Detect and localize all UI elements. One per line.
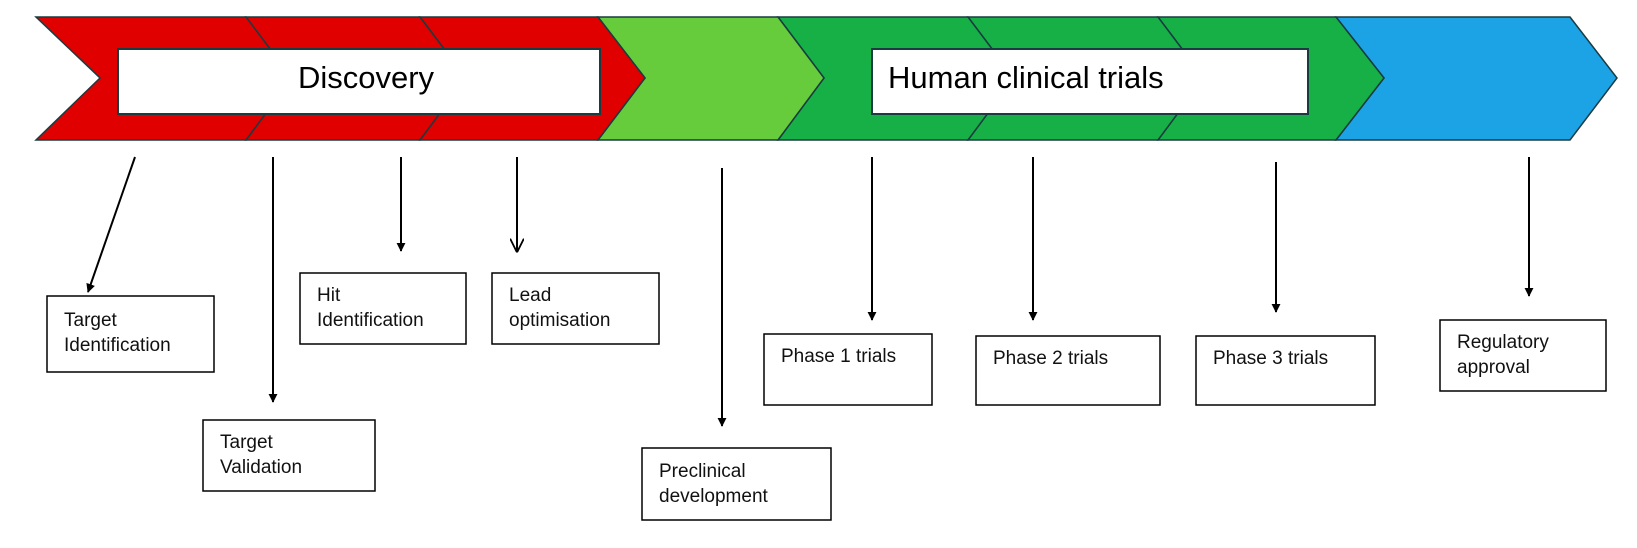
target-identification-text-2: Identification (64, 335, 171, 356)
preclinical-development-text-1: Preclinical (659, 461, 746, 482)
discovery-label: Discovery (298, 60, 435, 95)
preclinical-development-box: Preclinical development (641, 447, 832, 521)
hit-identification-text-2: Identification (317, 310, 424, 331)
preclinical-development-text-2: development (659, 486, 769, 507)
regulatory-approval-text-2: approval (1457, 357, 1530, 378)
phase-1-trials-text: Phase 1 trials (781, 346, 896, 367)
lead-optimisation-text-1: Lead (509, 285, 551, 306)
arrow-target-identification (86, 156, 136, 293)
regulatory-approval-box: Regulatory approval (1439, 319, 1607, 392)
phase-2-trials-box: Phase 2 trials (975, 335, 1161, 406)
clinical-label-box: Human clinical trials (871, 48, 1309, 115)
step-arrows (86, 156, 1534, 427)
clinical-trials-label: Human clinical trials (888, 60, 1164, 95)
phase-2-trials-text: Phase 2 trials (993, 348, 1108, 369)
phase-3-trials-box: Phase 3 trials (1195, 335, 1376, 406)
phase-3-trials-text: Phase 3 trials (1213, 348, 1328, 369)
target-validation-text-1: Target (220, 432, 274, 453)
target-validation-text-2: Validation (220, 457, 302, 478)
target-identification-text-1: Target (64, 310, 118, 331)
lead-optimisation-box: Lead optimisation (491, 272, 660, 345)
lead-optimisation-text-2: optimisation (509, 310, 610, 331)
discovery-label-box: Discovery (117, 48, 601, 115)
phase-1-trials-box: Phase 1 trials (763, 333, 933, 406)
hit-identification-text-1: Hit (317, 285, 341, 306)
regulatory-approval-text-1: Regulatory (1457, 332, 1549, 353)
